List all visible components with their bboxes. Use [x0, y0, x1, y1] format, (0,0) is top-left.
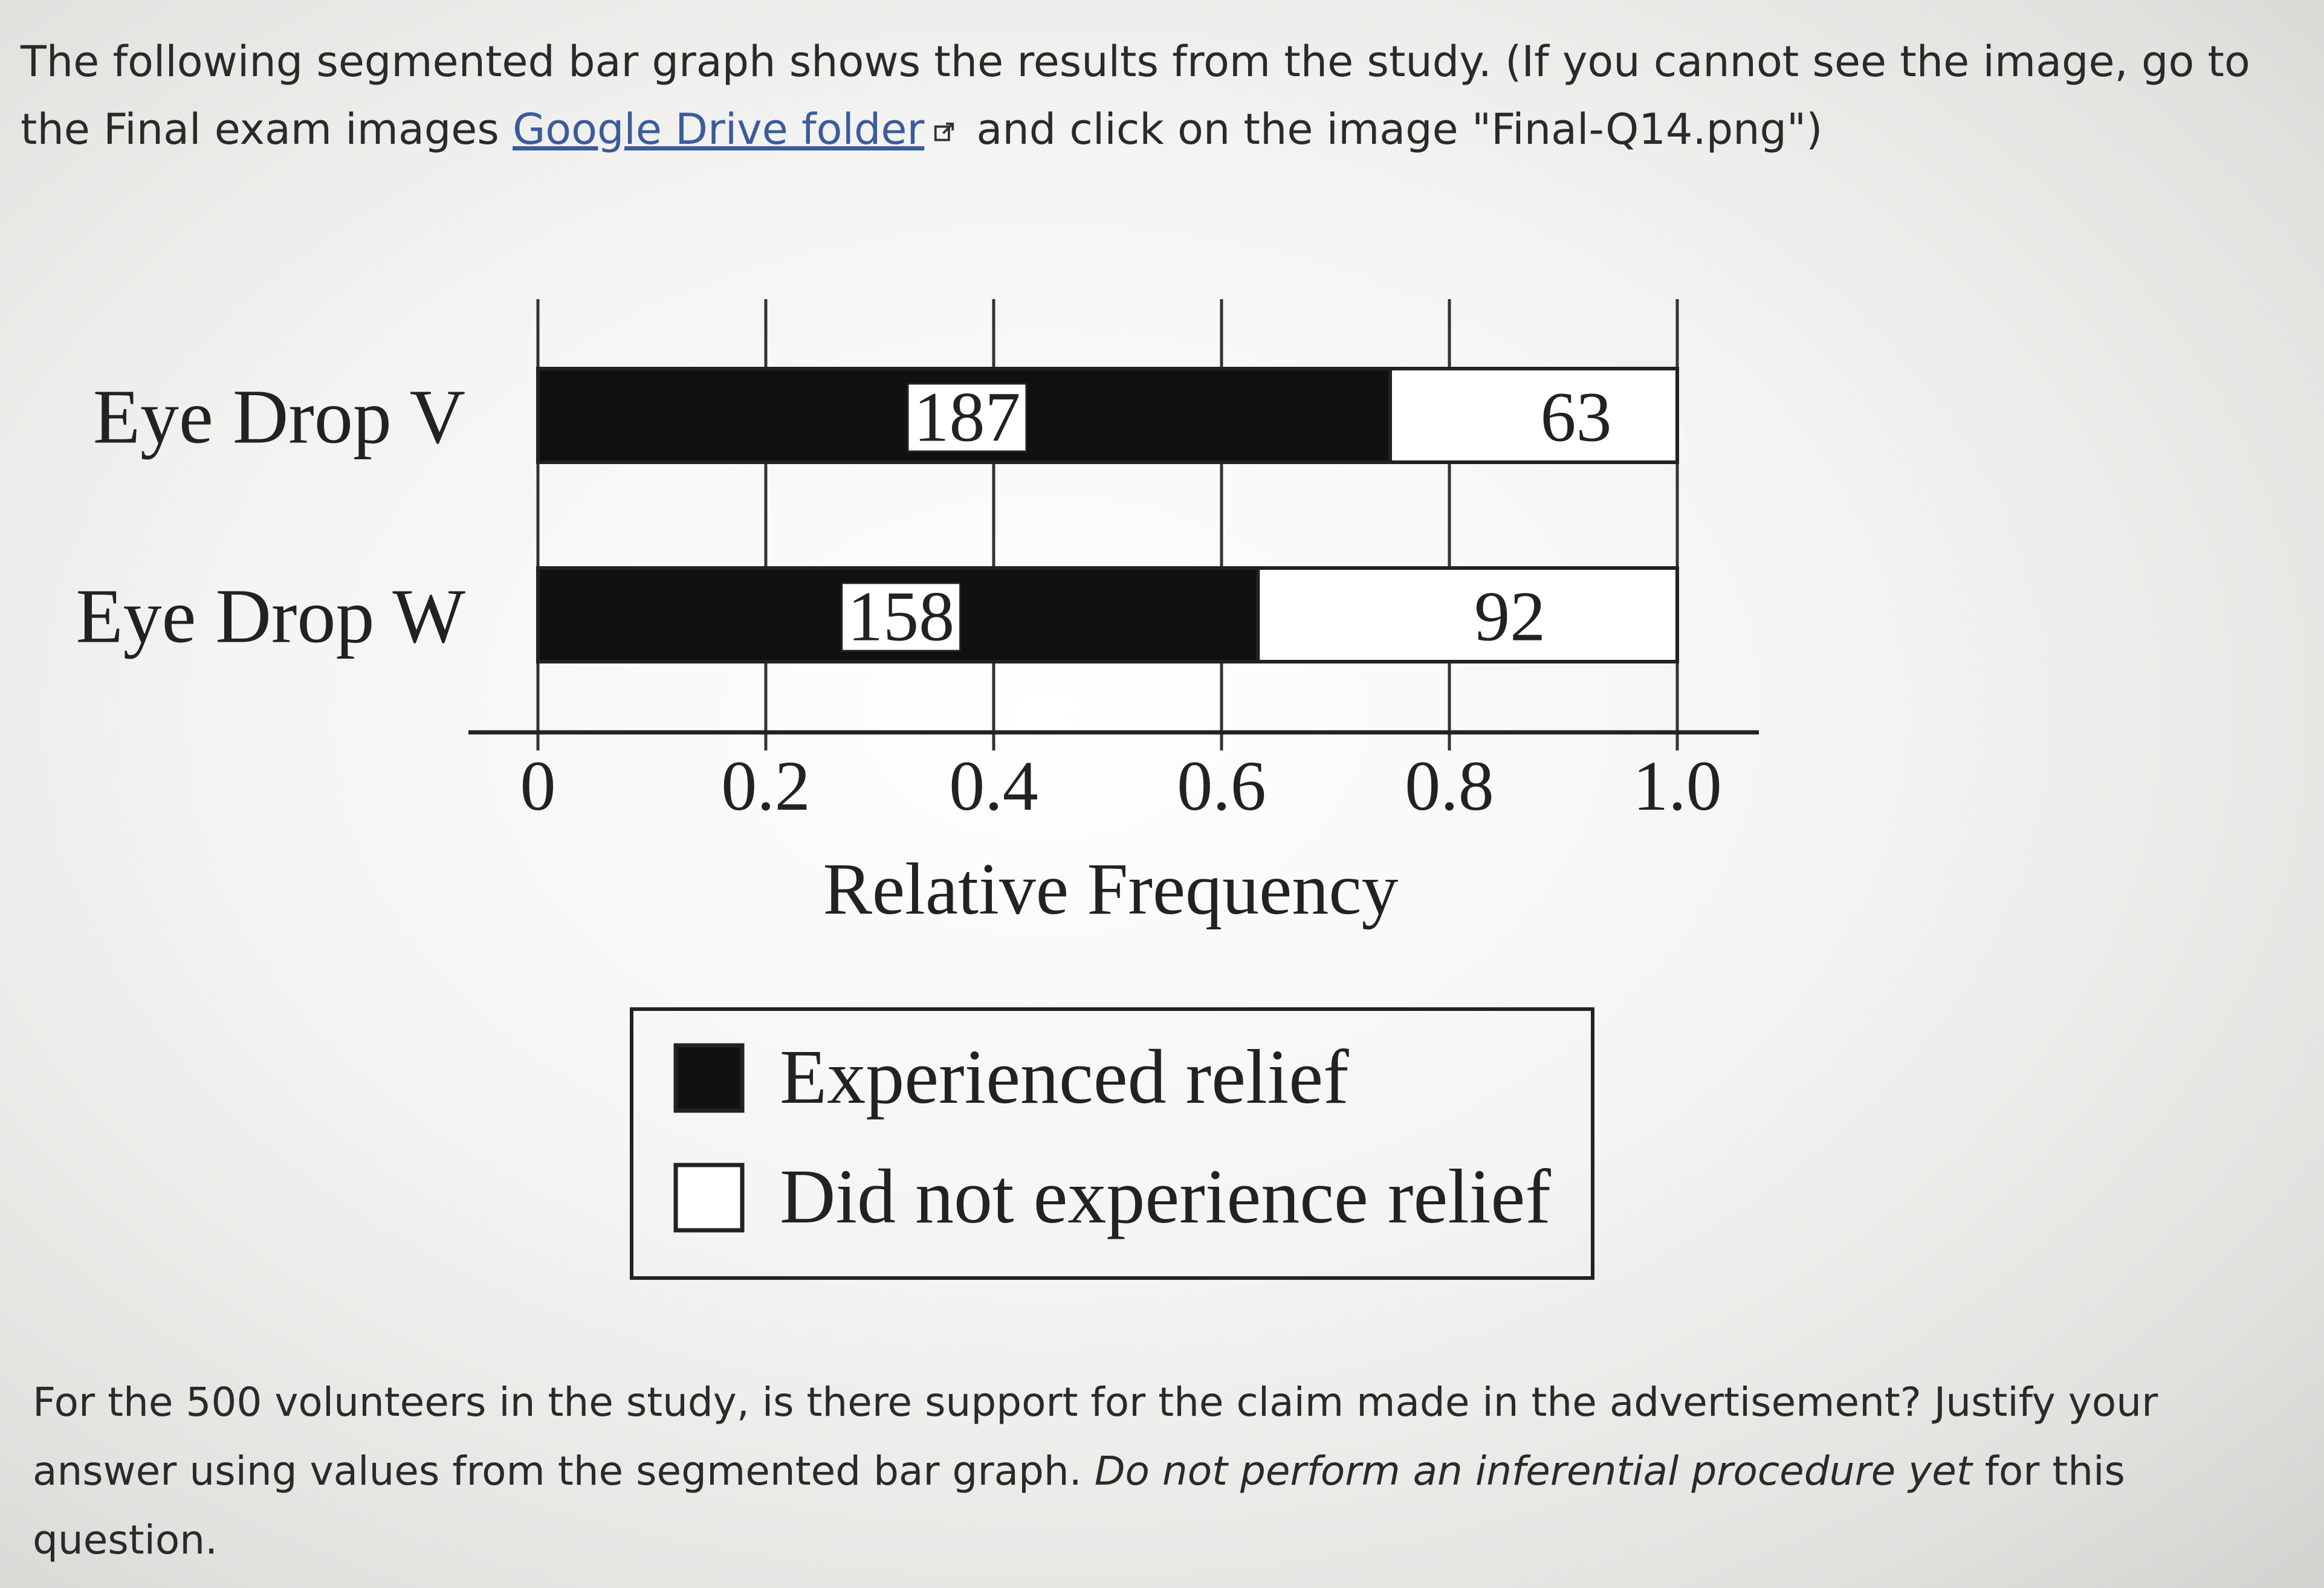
legend-box	[630, 1007, 1594, 1280]
data-label-box	[841, 582, 962, 652]
bar-segment	[1256, 566, 1680, 663]
legend-swatch	[673, 1163, 745, 1233]
x-axis-label: Relative Frequency	[823, 848, 1399, 930]
x-tick-label: 0.4	[949, 746, 1038, 825]
prompt-text: The following segmented bar graph shows …	[21, 28, 2269, 163]
question-text: For the 500 volunteers in the study, is …	[33, 1368, 2269, 1575]
category-label: Eye Drop W	[76, 573, 465, 659]
legend-label: Did not experience relief	[780, 1154, 1551, 1239]
data-label: 63	[1540, 378, 1611, 457]
x-tick-label: 0.6	[1177, 746, 1266, 825]
prompt-before-link: The following segmented bar graph shows …	[21, 37, 2250, 154]
question-italic-instruction: Do not perform an inferential procedure …	[1094, 1448, 1972, 1494]
data-label-box	[907, 382, 1028, 453]
x-tick-label: 0.2	[721, 746, 811, 825]
legend-label: Experienced relief	[780, 1034, 1349, 1120]
data-label: 187	[913, 378, 1020, 457]
data-label: 158	[847, 577, 954, 656]
google-drive-folder-link[interactable]: Google Drive folder	[513, 105, 925, 154]
question-part1: For the 500 volunteers in the study, is …	[33, 1379, 2158, 1494]
x-tick-label: 1.0	[1633, 746, 1722, 825]
external-link-icon	[934, 122, 954, 141]
question-part3: for this question.	[33, 1448, 2125, 1563]
prompt-after-link: and click on the image "Final-Q14.png")	[963, 105, 1823, 154]
data-label: 92	[1474, 577, 1546, 656]
legend-swatch	[673, 1043, 745, 1113]
category-label: Eye Drop V	[93, 374, 465, 460]
x-tick-label: 0.8	[1405, 746, 1494, 825]
bar-segment	[1388, 367, 1679, 464]
x-tick-label: 0	[520, 746, 556, 825]
